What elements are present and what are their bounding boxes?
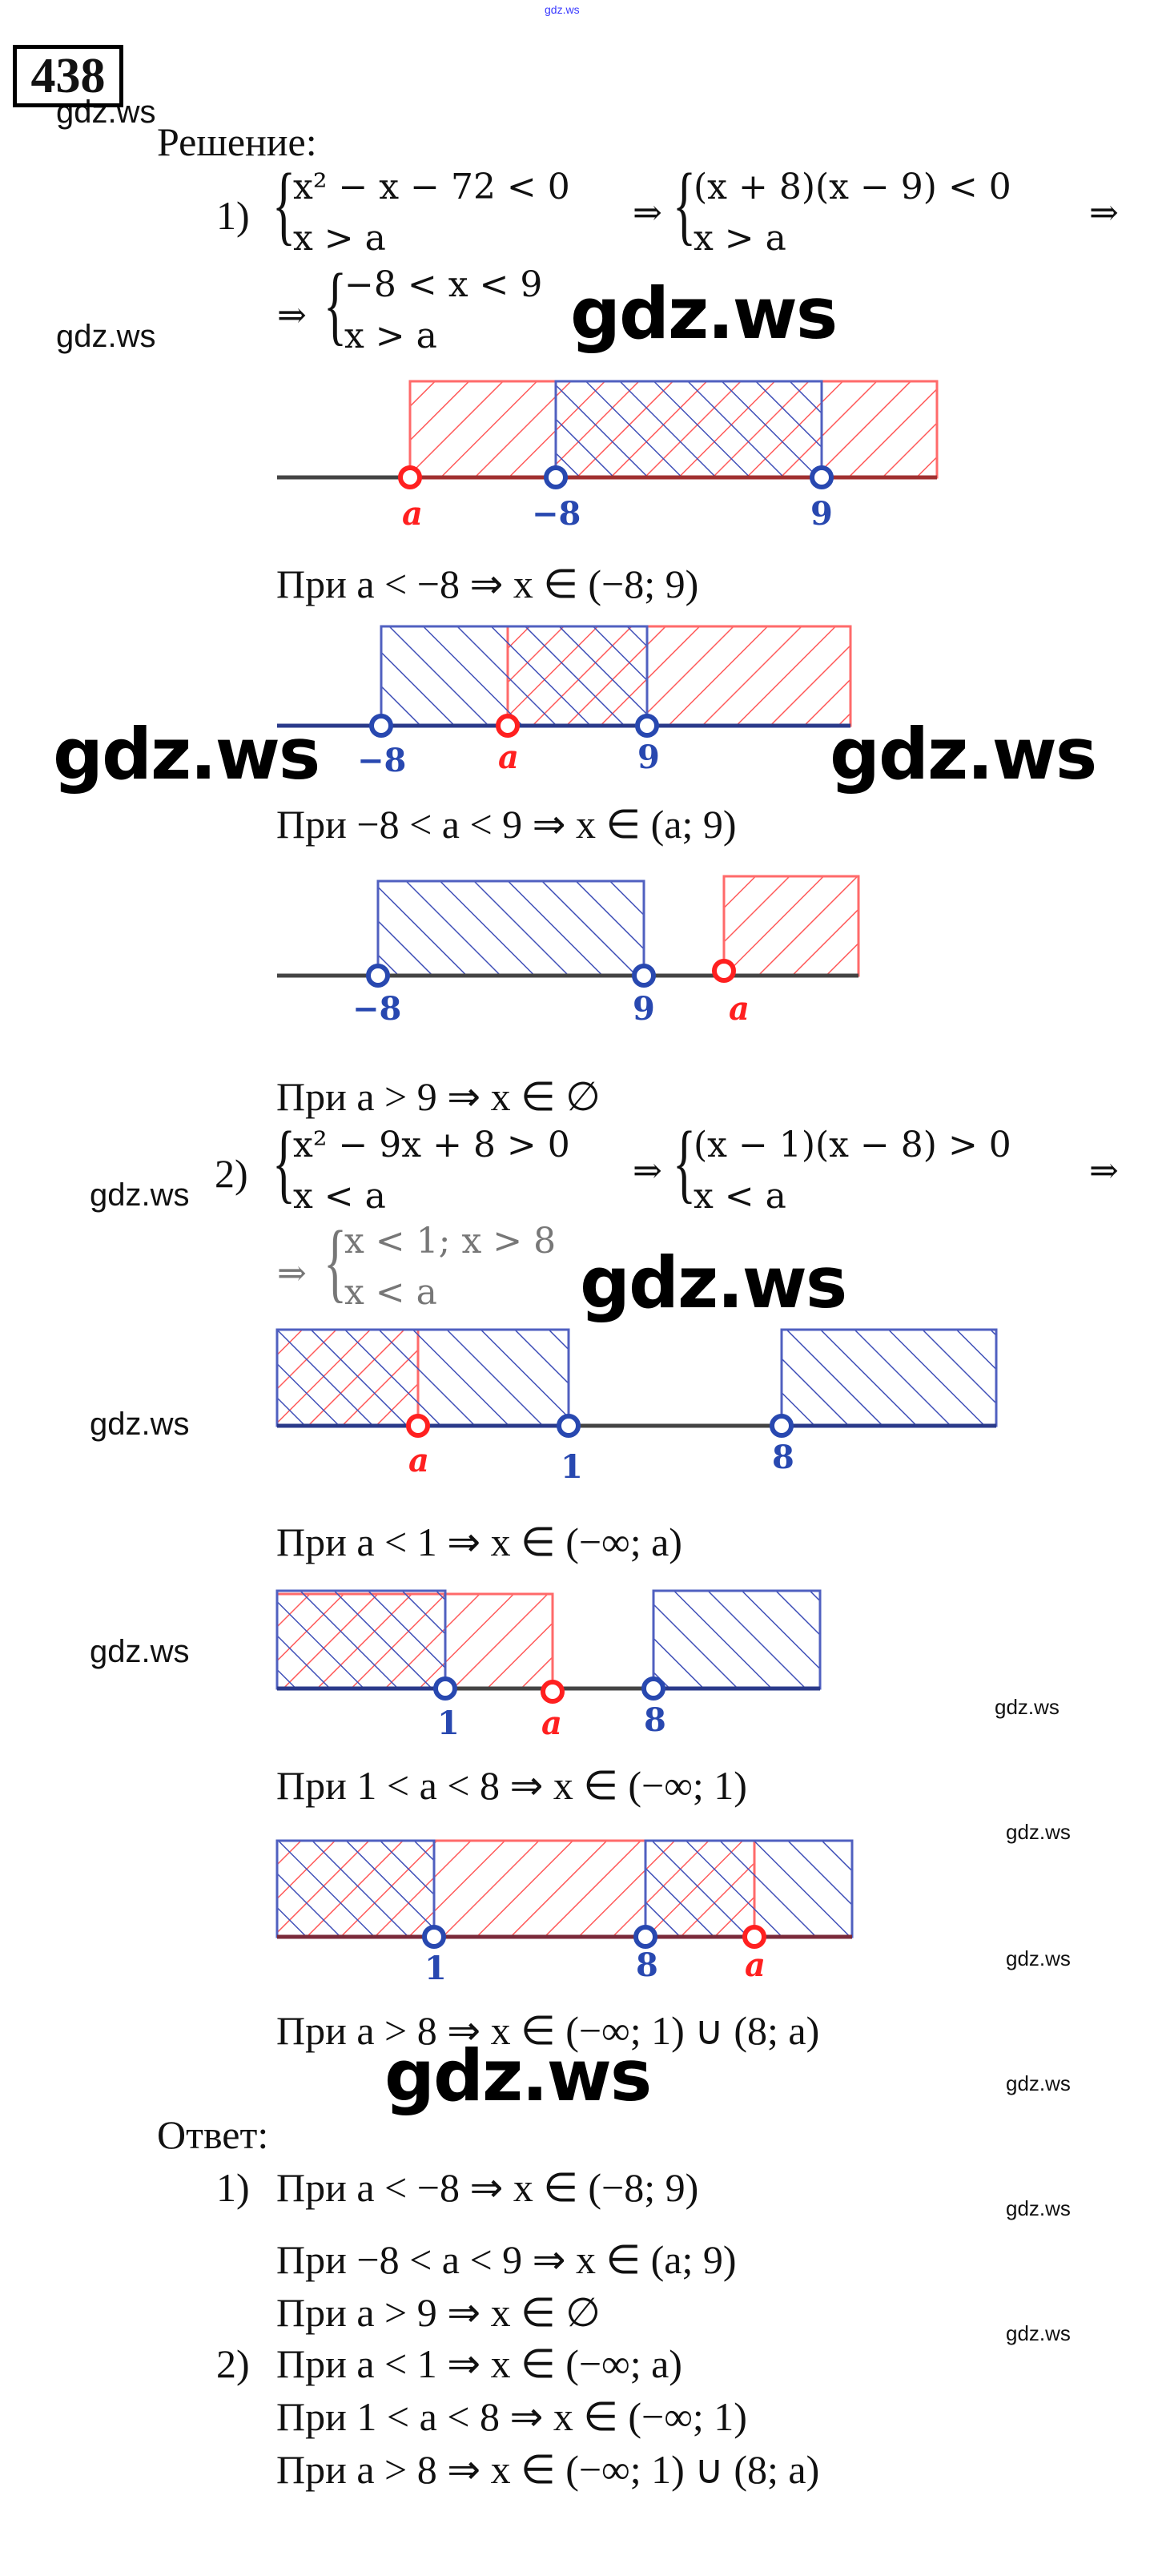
system-brace: { [673,155,697,253]
system-brace: { [272,1113,296,1211]
watermark: gdz.ws [56,319,156,354]
implies-arrow: ⇒ [633,192,662,233]
watermark: gdz.ws [53,713,320,795]
equation: x > a [694,218,786,259]
watermark: gdz.ws [90,1634,190,1669]
answer-part2-number: 2) [216,2341,250,2386]
case-result: При −8 < a < 9 ⇒ x ∈ (a; 9) [276,802,737,847]
watermark: gdz.ws [1006,1946,1071,1970]
case-result: При a < 1 ⇒ x ∈ (−∞; a) [276,1519,682,1564]
system-brace: { [272,155,296,253]
system-brace: { [324,256,348,353]
point-label: 9 [637,739,660,776]
watermark: gdz.ws [830,713,1097,795]
watermark: gdz.ws [1006,2321,1071,2345]
watermark: gdz.ws [90,1177,190,1213]
implies-arrow: ⇒ [277,1253,307,1294]
implies-arrow: ⇒ [277,295,307,336]
equation: x < a [293,1176,386,1217]
equation: −8 < x < 9 [344,264,543,305]
answer-line: При a > 8 ⇒ x ∈ (−∞; 1) ∪ (8; a) [276,2447,820,2492]
watermark: gdz.ws [1006,2196,1071,2220]
point-label: 9 [633,990,655,1028]
point-label: 1 [424,1950,447,1987]
case-result: При a < −8 ⇒ x ∈ (−8; 9) [276,561,699,606]
point-label: 8 [772,1439,794,1476]
answer-line: При a < 1 ⇒ x ∈ (−∞; a) [276,2341,682,2386]
point-label: 9 [810,495,833,533]
implies-arrow: ⇒ [1089,1150,1119,1191]
equation: x² − x − 72 < 0 [293,167,570,207]
watermark: gdz.ws [995,1695,1059,1719]
answer-heading: Ответ: [157,2112,269,2157]
point-label: −8 [532,495,581,533]
number-line-2 [277,625,852,738]
point-label: −8 [357,742,407,779]
equation: x < 1; x > 8 [344,1221,557,1262]
number-line-5 [275,1589,822,1704]
answer-line: При 1 < a < 8 ⇒ x ∈ (−∞; 1) [276,2394,747,2439]
equation: x² − 9x + 8 > 0 [293,1125,570,1165]
point-label: a [729,990,750,1028]
watermark: gdz.ws [580,1242,847,1324]
point-label: a [402,495,423,533]
solution-heading: Решение: [157,119,317,164]
equation: x > a [344,316,437,356]
answer-line: При a < −8 ⇒ x ∈ (−8; 9) [276,2165,699,2210]
equation: (x − 1)(x − 8) > 0 [694,1125,1011,1165]
answer-line: При −8 < a < 9 ⇒ x ∈ (a; 9) [276,2237,737,2282]
number-line-1 [277,380,939,489]
equation: x > a [293,218,386,259]
watermark: gdz.ws [384,2035,652,2117]
part2-number: 2) [215,1151,248,1196]
point-label: 8 [644,1701,666,1739]
watermark: gdz.ws [570,272,838,355]
answer-part1-number: 1) [216,2165,250,2210]
point-label: a [408,1442,429,1479]
point-label: −8 [352,990,402,1028]
point-label: a [541,1705,562,1742]
case-result: При a > 8 ⇒ x ∈ (−∞; 1) ∪ (8; a) [276,2008,820,2053]
point-label: 1 [561,1448,583,1486]
watermark: gdz.ws [56,95,156,130]
watermark: gdz.ws [1006,2071,1071,2095]
number-line-3 [277,875,860,988]
equation: (x + 8)(x − 9) < 0 [694,167,1011,207]
task-number: 438 [13,45,123,107]
part1-number: 1) [216,193,250,238]
watermark: gdz.ws [545,3,580,16]
watermark: gdz.ws [90,1407,190,1442]
number-line-6 [275,1839,854,1949]
point-label: 1 [437,1705,460,1742]
watermark: gdz.ws [1006,1820,1071,1844]
point-label: a [745,1946,766,1984]
point-label: 8 [636,1946,658,1984]
case-result: При a > 9 ⇒ x ∈ ∅ [276,1074,601,1119]
case-result: При 1 < a < 8 ⇒ x ∈ (−∞; 1) [276,1763,747,1808]
equation: x < a [344,1272,437,1313]
system-brace: { [673,1113,697,1211]
equation: x < a [694,1176,786,1217]
system-brace: { [324,1213,348,1310]
answer-line: При a > 9 ⇒ x ∈ ∅ [276,2290,601,2335]
number-line-4 [275,1328,998,1438]
implies-arrow: ⇒ [633,1150,662,1191]
point-label: a [498,739,519,776]
implies-arrow: ⇒ [1089,192,1119,233]
